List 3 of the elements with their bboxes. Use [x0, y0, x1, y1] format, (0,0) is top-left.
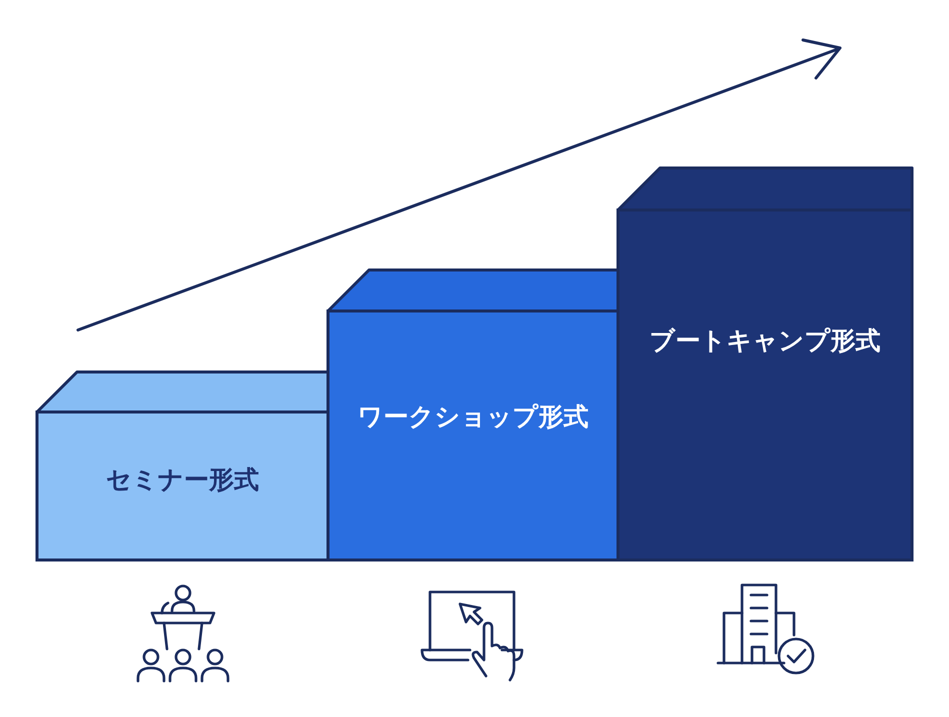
- step-label: ワークショップ形式: [356, 400, 590, 433]
- step-label: ブートキャンプ形式: [648, 324, 882, 356]
- step-label: セミナー形式: [105, 464, 260, 496]
